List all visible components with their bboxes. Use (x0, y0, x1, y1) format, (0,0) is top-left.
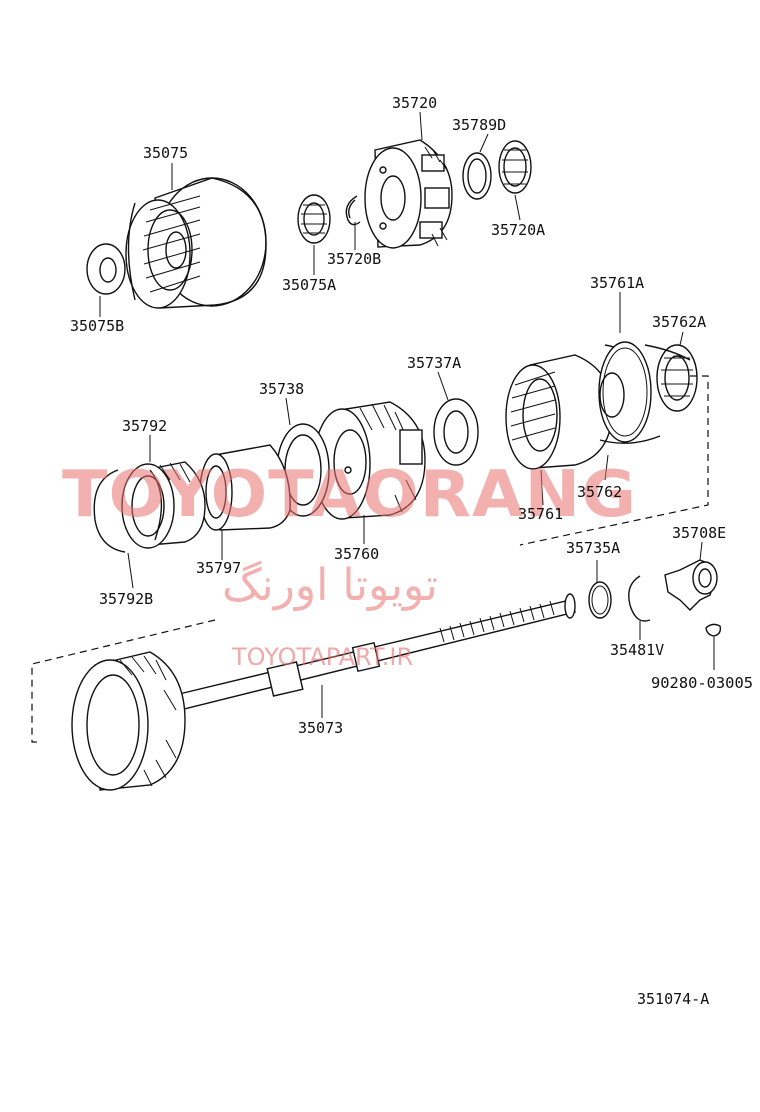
sleeve-35797-drawing (199, 444, 291, 531)
snap-ring-35481v-drawing (628, 575, 651, 622)
drum-35075-drawing (125, 177, 267, 309)
shaft-35073-drawing (71, 593, 576, 791)
leader-lines (99, 111, 715, 718)
part-label-35075a: 35075A (282, 276, 336, 294)
washer-35737a-drawing (433, 398, 479, 466)
snap-ring-35720b-drawing (345, 195, 361, 226)
part-label-35720: 35720 (392, 94, 437, 112)
part-labels: 35720 35789D 35075 35720A 35720B 35075A … (70, 94, 753, 737)
part-label-35792b: 35792B (99, 590, 153, 608)
part-label-35738: 35738 (259, 380, 304, 398)
watermark-persian: تویوتا اورنگ (222, 560, 438, 611)
part-label-35720a: 35720A (491, 221, 545, 239)
part-label-35792: 35792 (122, 417, 167, 435)
bearing-35720a-drawing (498, 140, 532, 194)
hub-35762-drawing (598, 341, 661, 444)
clutch-drum-35761-drawing (505, 354, 613, 470)
washer-35789d-drawing (462, 152, 492, 200)
watermark-url: TOYOTAPART.IR (231, 643, 413, 671)
sun-gear-35760-drawing (313, 401, 426, 520)
part-label-35073: 35073 (298, 719, 343, 737)
part-label-35797: 35797 (196, 559, 241, 577)
part-label-35075b: 35075B (70, 317, 124, 335)
bearing-35075a-drawing (297, 194, 331, 244)
dashed-group-box-right (519, 375, 709, 546)
part-label-35720b: 35720B (327, 250, 381, 268)
part-label-90280-03005: 90280-03005 (651, 674, 753, 692)
part-label-35760: 35760 (334, 545, 379, 563)
part-label-35737a: 35737A (407, 354, 461, 372)
watermark-brand: TOYOTAORANG (62, 458, 637, 532)
part-label-35762a: 35762A (652, 313, 706, 331)
part-label-35762: 35762 (577, 483, 622, 501)
part-label-35481v: 35481V (610, 641, 664, 659)
part-label-35789d: 35789D (452, 116, 506, 134)
part-label-35708e: 35708E (672, 524, 726, 542)
part-label-35761a: 35761A (590, 274, 644, 292)
snap-ring-35735a-drawing (588, 581, 612, 619)
part-label-35735a: 35735A (566, 539, 620, 557)
diagram-code: 351074-A (637, 990, 709, 1008)
ball-90280-03005-drawing (705, 623, 722, 637)
dashed-group-box-left (31, 619, 216, 743)
part-label-35761: 35761 (518, 505, 563, 523)
planet-carrier-35720-drawing (364, 139, 453, 249)
washer-35075b-drawing (86, 243, 126, 295)
speedometer-gear-35708e-drawing (664, 559, 718, 611)
part-label-35075: 35075 (143, 144, 188, 162)
snap-ring-35792b-drawing (93, 469, 163, 553)
bearing-35762a-drawing (644, 344, 698, 412)
